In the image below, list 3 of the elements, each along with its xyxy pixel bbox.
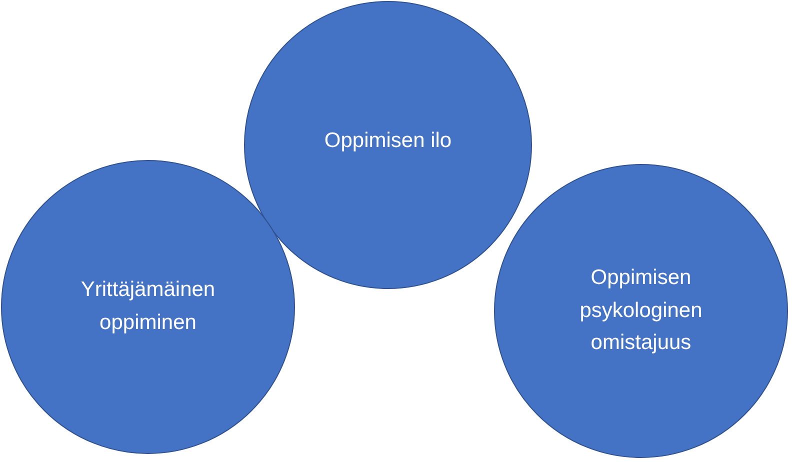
circle-label: Oppimisen psykologinen omistajuus [578,265,704,356]
circle-label: Yrittäjämäinen oppiminen [80,277,216,336]
circle-label: Oppimisen ilo [324,128,452,154]
